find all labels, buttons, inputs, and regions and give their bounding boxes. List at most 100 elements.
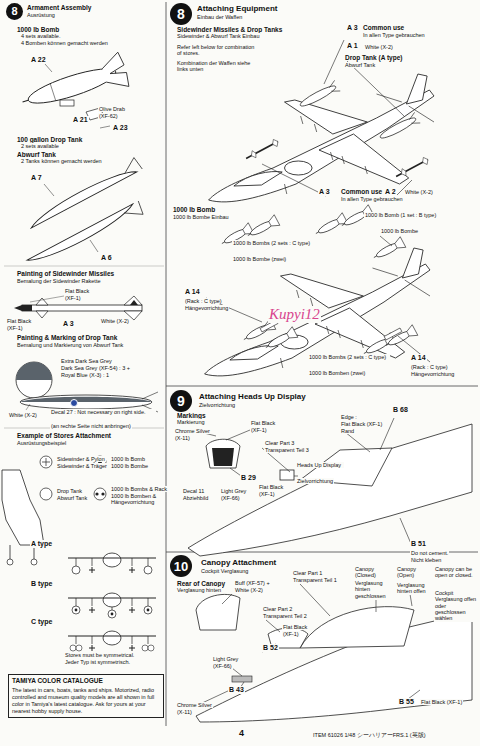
store-types [129, 567, 135, 573]
callout-number: B 29 [240, 474, 257, 482]
store-types [129, 645, 135, 651]
stores-icons [40, 456, 52, 468]
note-text: Do not cement. [410, 550, 449, 556]
store-types [144, 566, 152, 574]
step-title: Canopy Attachment [200, 558, 277, 567]
store-types [144, 606, 152, 614]
note-text: Sidewinder & Abwurf Tank Einbau [176, 33, 260, 39]
note-text: Clear Part 3 [264, 440, 295, 446]
drop-tank-painting [26, 404, 30, 410]
sidewinder-missile [22, 305, 142, 311]
drop-tank-halves [122, 201, 144, 222]
note-text: Olive Drab [98, 106, 126, 112]
store-types [76, 636, 148, 644]
note-text: 4 Bomben können gemacht werden [20, 40, 109, 46]
aircraft-sidewinder-tanks [298, 80, 341, 110]
harrier-side-view [31, 559, 37, 565]
store-types [142, 645, 148, 651]
note-text: Cockpit Verglasung [200, 568, 249, 574]
note-text: 1000 lb Bombe [110, 463, 149, 469]
step-number-text: 9 [177, 394, 185, 408]
note-text: Zielvorrichtung [296, 478, 334, 484]
callout-number: A 14 [184, 288, 201, 296]
store-types [68, 636, 156, 637]
page-number: 4 [238, 728, 245, 738]
stores-icons [95, 492, 98, 495]
store-types [103, 553, 121, 567]
watermark: Kupyi12 [268, 306, 321, 323]
note-text: (XF-1) [258, 491, 276, 497]
note-text: Transparent Teil 1 [292, 577, 338, 583]
bomb-assembly [17, 52, 131, 128]
step-title: Attaching Heads Up Display [198, 392, 307, 401]
aircraft-sidewinder-tanks [262, 40, 412, 198]
heading-text: Painting & Marking of Drop Tank [16, 334, 118, 341]
panel-divider [166, 2, 167, 726]
drop-tank-halves [24, 157, 144, 273]
aircraft-sidewinder-tanks [244, 138, 280, 162]
note-text: Sidewinder & Pylon [56, 456, 106, 462]
drop-tank-painting [20, 397, 152, 402]
callout-number: B 51 [410, 540, 427, 548]
drop-tank-halves [27, 204, 137, 268]
store-types [89, 645, 95, 651]
sidewinder-missile [14, 305, 22, 311]
aircraft-bombs [313, 213, 348, 239]
store-types [148, 645, 154, 651]
box-body: The latest in cars, boats, tanks and shi… [12, 687, 160, 715]
note-text: Drop Tank [56, 488, 83, 494]
note-text: Hängevorrichtung [410, 371, 455, 377]
note-text: Canopy (Open) [396, 566, 432, 579]
note-text: (XF-62) [98, 113, 119, 119]
note-text: (XF-1) [250, 427, 268, 433]
hud-nose-view [188, 418, 472, 556]
note-text: Light Grey [220, 488, 247, 494]
aircraft-sidewinder-tanks [394, 156, 430, 180]
note-text: (X-11) [176, 709, 193, 715]
heading-text: Drop Tank (A type) [344, 54, 403, 61]
callout-number: A 21 [72, 116, 89, 124]
store-types [89, 567, 95, 573]
drop-tank-painting [71, 400, 78, 407]
note-text: Dark Sea Grey (XF-54) : 3 + [60, 365, 131, 371]
store-types [75, 609, 78, 612]
aircraft-bombs [245, 215, 280, 241]
note-text: In allen Type gebrauchen [362, 32, 426, 38]
store-types [89, 607, 95, 613]
store-types [129, 607, 135, 613]
store-types [76, 598, 148, 610]
panel-divider [4, 2, 478, 726]
note-text: Stores must be symmetrical. [64, 652, 135, 658]
note-text: In allen Type gebrauchen [340, 196, 404, 202]
harrier-side-view [2, 470, 44, 545]
bomb-assembly [17, 52, 131, 120]
note-text: Flat Black [282, 624, 308, 630]
stores-icons [94, 488, 106, 500]
sidewinder-missile [130, 300, 138, 305]
bomb-assembly [100, 126, 110, 128]
note-text: Transparent Teil 2 [262, 613, 308, 619]
harrier-side-view [2, 470, 44, 565]
note-text: White (X-2) [8, 412, 38, 418]
note-text: 1000 lb Bomb [110, 456, 146, 462]
store-types [76, 558, 148, 566]
note-text: (XF-66) [220, 495, 241, 501]
aircraft-bombs [206, 236, 430, 362]
drop-tank-halves [44, 184, 54, 196]
note-text: Heads Up Display [296, 462, 344, 468]
sidewinder-missile [36, 298, 48, 318]
note-text: Jeder Typ ist symmetrisch. [64, 659, 131, 665]
note-text: (XF-1) [282, 631, 300, 637]
stores-icons [101, 492, 104, 495]
note-text: 1000 lb Bombs (2 sets : C type) [232, 240, 314, 246]
note-text: 4 sets available. [20, 33, 61, 39]
drop-tank-painting [20, 395, 152, 409]
note-text: Flat Black (XF-1) [420, 699, 463, 705]
note-text: 1000 lb Bomb (1 set : B type) [364, 212, 446, 218]
note-text: Refer left below for combination of stor… [176, 44, 260, 57]
note-text: Flat Black [250, 420, 276, 426]
callout-number: A 7 [30, 174, 43, 182]
heading-text: Painting of Sidewinder Missiles [16, 270, 115, 277]
callout-number: A 3 [62, 320, 75, 328]
bomb-assembly [99, 52, 131, 93]
